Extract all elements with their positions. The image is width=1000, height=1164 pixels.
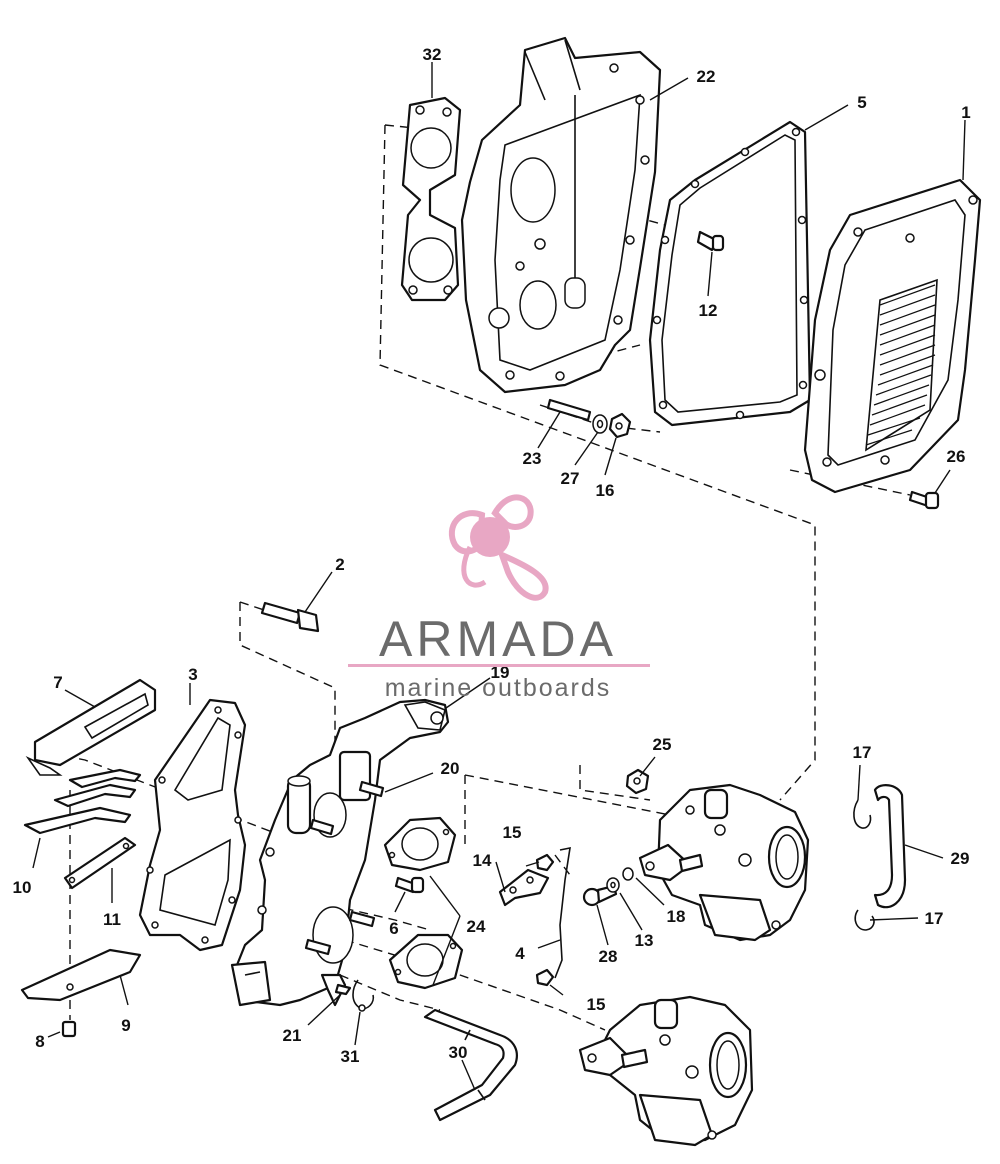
gasket-5: [648, 120, 812, 427]
pin-21: [334, 983, 352, 996]
callout-2: 2: [335, 555, 344, 574]
gasket-32: [400, 96, 462, 302]
cover-1: [803, 178, 982, 494]
stud-23: [546, 398, 592, 422]
gasket-20: [383, 816, 457, 872]
reed-petals-10: [23, 768, 142, 835]
screw-8: [61, 1020, 77, 1038]
clip-15-upper: [535, 853, 555, 872]
leader-lines: [32, 62, 966, 1091]
callout-8: 8: [35, 1032, 44, 1051]
callout-26: 26: [947, 447, 966, 466]
clamp-17-upper: [853, 799, 872, 829]
callout-31: 31: [341, 1047, 360, 1066]
clamp-31: [352, 979, 375, 1012]
callout-22: 22: [697, 67, 716, 86]
callout-6: 6: [389, 919, 398, 938]
callout-17-lower: 17: [925, 909, 944, 928]
callout-5: 5: [857, 93, 866, 112]
callout-3: 3: [188, 665, 197, 684]
washer-27: [592, 414, 608, 434]
hose-30: [423, 1008, 518, 1122]
nut-25: [625, 768, 650, 795]
callout-29: 29: [951, 849, 970, 868]
callout-13: 13: [635, 931, 654, 950]
callout-1: 1: [961, 103, 970, 122]
callout-4: 4: [515, 944, 525, 963]
nut-16: [608, 412, 632, 439]
reed-block-7: [25, 678, 157, 776]
washer-13: [606, 877, 620, 893]
watermark-brand: ARMADA: [379, 611, 617, 667]
callout-15-lower: 15: [587, 995, 606, 1014]
watermark-tagline: marine outboards: [385, 674, 612, 702]
watermark-rule: [348, 664, 650, 667]
gasket-24: [388, 933, 464, 990]
callout-23: 23: [523, 449, 542, 468]
carburetor-upper: [638, 783, 810, 942]
reed-stop-11: [63, 836, 137, 890]
callout-30: 30: [449, 1043, 468, 1062]
callout-19: 19: [491, 663, 510, 682]
carburetor-lower: [578, 995, 754, 1147]
callout-9: 9: [121, 1016, 130, 1035]
link-rod-4: [554, 846, 571, 979]
screw-26: [908, 490, 940, 510]
callout-15-upper: 15: [503, 823, 522, 842]
callout-11: 11: [103, 910, 121, 929]
screw-12: [696, 230, 725, 252]
gasket-3: [138, 698, 247, 952]
callout-10: 10: [13, 878, 32, 897]
cover-fins: [865, 278, 938, 452]
screw-6: [394, 876, 425, 894]
hose-29: [873, 784, 907, 909]
callout-21: 21: [283, 1026, 302, 1045]
bracket-14: [498, 868, 550, 907]
spring-18: [622, 867, 634, 881]
callout-7: 7: [53, 673, 62, 692]
propeller-logo-icon: [448, 494, 549, 601]
callout-20: 20: [441, 759, 460, 778]
clip-15-lower: [535, 968, 555, 987]
plate-9: [20, 948, 142, 1002]
callout-18: 18: [667, 907, 686, 926]
callout-28: 28: [599, 947, 618, 966]
watermark: ARMADA marine outboards: [348, 494, 650, 702]
clamp-17-lower: [854, 909, 875, 931]
callout-12: 12: [699, 301, 718, 320]
callout-32: 32: [423, 45, 442, 64]
bolt-2: [260, 601, 320, 633]
exhaust-housing-22: [460, 36, 662, 394]
intake-manifold-19: [230, 698, 450, 1007]
callout-labels: 32 22 5 1 12 23 27 16 26 2 19 7 3 25 20 …: [13, 45, 971, 1066]
callout-25: 25: [653, 735, 672, 754]
callout-17-upper: 17: [853, 743, 872, 762]
callout-24: 24: [467, 917, 486, 936]
callout-14: 14: [473, 851, 492, 870]
callout-16: 16: [596, 481, 615, 500]
callout-27: 27: [561, 469, 580, 488]
